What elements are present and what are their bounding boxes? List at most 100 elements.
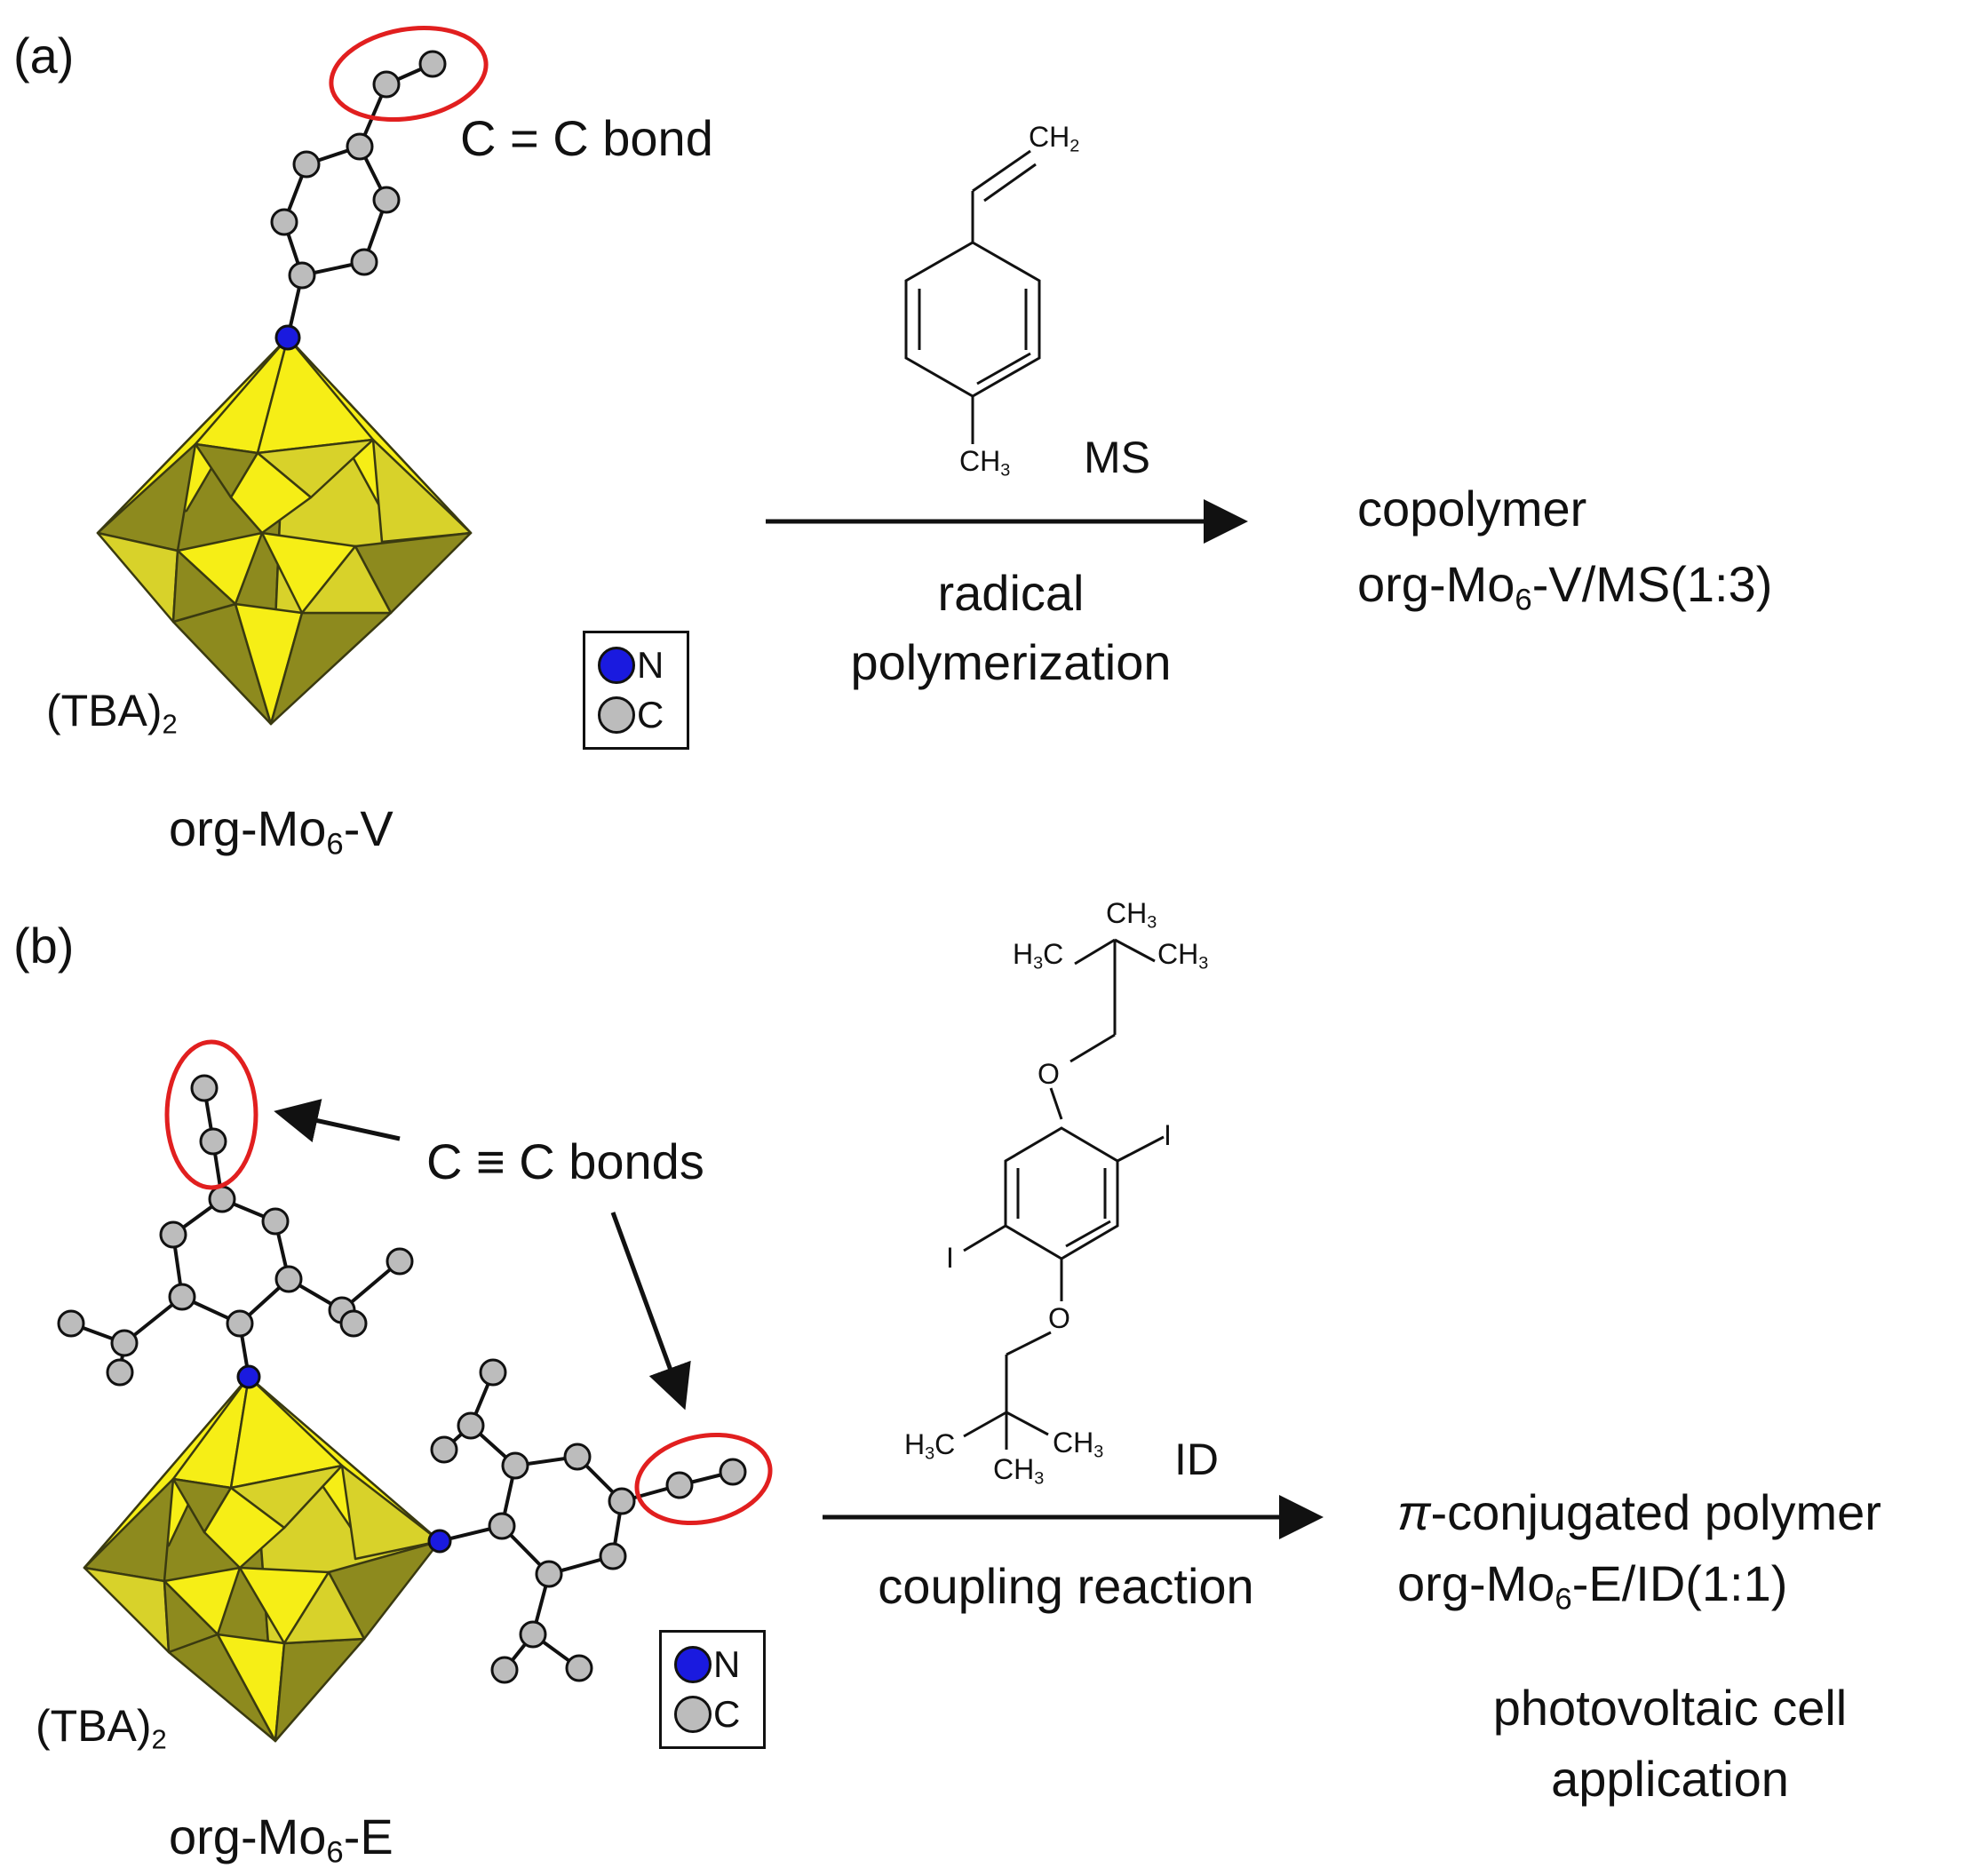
- atoms-b: [57, 1074, 747, 1684]
- product-b-line1-rest: -conjugated polymer: [1430, 1484, 1881, 1540]
- pi-symbol: π: [1397, 1484, 1431, 1540]
- counterion-base: (TBA): [36, 1701, 152, 1751]
- legend-row-n: N: [598, 644, 664, 687]
- ch3-sub: 3: [1198, 953, 1209, 974]
- panel-a-molecule: [96, 25, 489, 726]
- product-b-line2: org-Mo6-E/ID(1:1): [1397, 1559, 1787, 1616]
- iodine-bond: [963, 1224, 1006, 1252]
- carbon-atom: [563, 1443, 592, 1471]
- vinyl-bond: [972, 149, 1031, 193]
- double-bond-callout: C = C bond: [460, 110, 713, 166]
- bonds-a: [282, 62, 433, 338]
- iodine-left-label: I: [946, 1242, 954, 1274]
- h3c-pre: H: [904, 1428, 926, 1460]
- alkyne-highlight-ellipse-top: [164, 1039, 258, 1190]
- carbon-atom: [535, 1560, 563, 1588]
- product-a-sub: 6: [1515, 583, 1532, 617]
- h3c-post: C: [1043, 938, 1064, 970]
- ch3-sub: 3: [1034, 1468, 1045, 1489]
- triple-bond-callout: C ≡ C bonds: [426, 1133, 704, 1189]
- counterion-label-a: (TBA)2: [46, 688, 178, 738]
- mo6-polyhedron-cluster-b: [83, 1375, 441, 1743]
- poly-face: [163, 1579, 219, 1654]
- h3c-pre: H: [1013, 938, 1034, 970]
- counterion-sub: 2: [162, 708, 178, 740]
- nitrogen-atom: [236, 1364, 261, 1389]
- legend-c-label: C: [713, 1693, 741, 1735]
- panel-b-molecule: [57, 1039, 773, 1743]
- poly-face: [340, 1464, 441, 1561]
- compound-name-a: org-Mo6-V: [169, 804, 394, 861]
- product-a-prefix: org-Mo: [1357, 556, 1515, 612]
- top-methyl-label: CH3: [1106, 899, 1157, 932]
- alkyl-bond: [1069, 1033, 1116, 1063]
- carbon-swatch-icon: [598, 696, 635, 734]
- ch2-base: CH: [1029, 121, 1070, 153]
- carbon-atom: [350, 248, 378, 276]
- bottom-methyl-label: CH3: [993, 1455, 1044, 1488]
- carbon-atom: [386, 1247, 414, 1276]
- nitrogen-swatch-icon: [674, 1646, 712, 1683]
- ch3-sub: 3: [1000, 460, 1011, 481]
- double-bond-line: [976, 352, 1031, 386]
- left-methyl-top-label: H3C: [1013, 940, 1063, 973]
- carbon-atom: [208, 1185, 236, 1213]
- carbon-atom: [190, 1074, 219, 1102]
- oxygen-bottom-label: O: [1048, 1302, 1070, 1334]
- ch2-sub: 2: [1069, 136, 1080, 156]
- callout-arrow-right: [610, 1212, 691, 1411]
- alkyl-bond: [1006, 1411, 1049, 1436]
- ch2-group-label: CH2: [1029, 123, 1079, 155]
- carbon-atom: [199, 1127, 227, 1156]
- carbon-atom: [346, 132, 374, 161]
- carbon-atom: [457, 1411, 485, 1440]
- nitrogen-swatch-icon: [598, 647, 635, 684]
- product-a-line2: org-Mo6-V/MS(1:3): [1357, 560, 1772, 616]
- panel-a-label: (a): [13, 28, 75, 83]
- carbon-atom: [288, 261, 316, 290]
- methylstyrene-structure: [904, 149, 1041, 444]
- carbon-atom: [519, 1620, 547, 1649]
- poly-face: [300, 545, 393, 615]
- product-b-line1: π-conjugated polymer: [1397, 1488, 1881, 1538]
- name-sub: 6: [326, 1835, 344, 1870]
- diiodo-reagent-structure: [963, 938, 1165, 1450]
- h3c-sub: 3: [1033, 953, 1044, 974]
- carbon-atom: [57, 1309, 85, 1338]
- nitrogen-atom: [274, 324, 301, 351]
- counterion-base: (TBA): [46, 686, 163, 735]
- ch3-base: CH: [1106, 897, 1148, 929]
- atoms-a: [270, 50, 447, 351]
- application-line2: application: [1551, 1751, 1789, 1807]
- legend-row-n: N: [674, 1643, 740, 1686]
- carbon-atom: [501, 1451, 529, 1480]
- name-prefix: org-Mo: [169, 1808, 327, 1864]
- mo6-polyhedron-cluster-a: [96, 336, 473, 726]
- reaction-condition-a-line2: polymerization: [850, 634, 1172, 690]
- carbon-atom: [168, 1283, 196, 1311]
- reaction-condition-a-line1: radical: [937, 565, 1085, 621]
- carbon-atom: [292, 150, 321, 179]
- poly-face: [96, 442, 197, 552]
- benzene-ring: [1004, 1126, 1119, 1260]
- carbon-atom: [490, 1656, 519, 1684]
- callout-arrow-top: [274, 1099, 401, 1143]
- double-bond-line: [1065, 1220, 1111, 1248]
- name-suffix: -E: [343, 1808, 394, 1864]
- right-methyl-top-label: CH3: [1157, 940, 1208, 973]
- name-prefix: org-Mo: [169, 800, 327, 856]
- carbon-atom: [608, 1487, 636, 1515]
- reagent-abbrev-ms: MS: [1084, 433, 1150, 482]
- carbon-atom: [261, 1207, 290, 1236]
- h3c-sub: 3: [925, 1443, 935, 1464]
- ch3-base: CH: [993, 1453, 1035, 1485]
- carbon-atom: [665, 1471, 694, 1499]
- right-methyl-bottom-label: CH3: [1053, 1428, 1103, 1461]
- poly-face: [282, 1570, 366, 1645]
- ch3-sub: 3: [1147, 912, 1157, 933]
- iodine-right-label: I: [1164, 1119, 1172, 1151]
- reagent-abbrev-id: ID: [1174, 1435, 1219, 1484]
- carbon-atom: [418, 50, 447, 78]
